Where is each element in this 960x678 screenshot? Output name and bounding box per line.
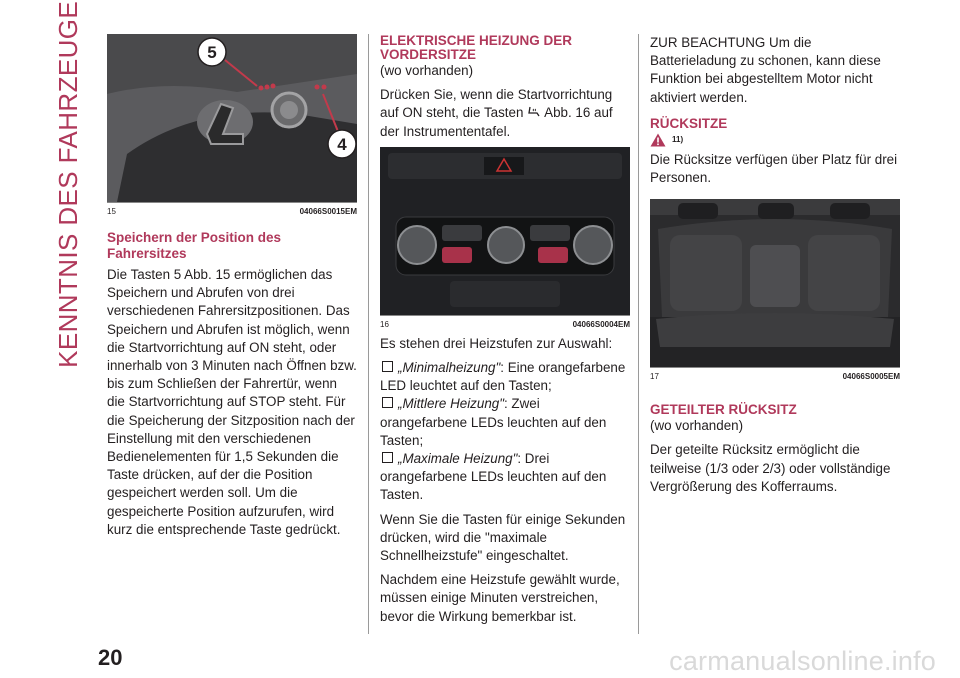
list-item: „Mittlere Heizung": Zwei orangefarbene L…	[380, 396, 607, 448]
checkbox-bullet-icon	[382, 361, 393, 373]
climate-panel-illustration	[380, 146, 630, 315]
svg-text:5: 5	[207, 43, 216, 62]
list-item: „Minimalheizung": Eine orangefarbene LED…	[380, 360, 626, 394]
figure-15: 5 4	[107, 34, 357, 202]
column-divider	[368, 34, 369, 634]
figure-code: 04066S0015EM	[299, 207, 357, 216]
seat-heating-icon	[528, 107, 540, 117]
note-text: ZUR BEACHTUNG Um die Batterieladung zu s…	[650, 35, 881, 105]
callout-4	[327, 129, 357, 159]
body-text: Wenn Sie die Tasten für einige Sekunden …	[380, 511, 626, 564]
page-number: 20	[98, 645, 123, 670]
figure-number: 15	[107, 207, 116, 216]
section-heading: GETEILTER RÜCKSITZ	[650, 402, 797, 418]
warning-ref: 11)	[672, 135, 684, 145]
body-text: Drücken Sie, wenn die Startvorrichtung a…	[380, 87, 613, 139]
checkbox-bullet-icon	[382, 452, 393, 464]
figure-code: 04066S0005EM	[842, 372, 900, 382]
figure-16	[380, 146, 630, 315]
watermark: carmanualsonline.info	[669, 646, 936, 676]
body-text: Es stehen drei Heizstufen zur Auswahl:	[380, 335, 613, 351]
body-text: Nachdem eine Heizstufe gewählt wurde, mü…	[380, 572, 620, 624]
checkbox-bullet-icon	[382, 397, 393, 409]
column-3: ZUR BEACHTUNG Um die Batterieladung zu s…	[650, 34, 900, 502]
list-item: „Maximale Heizung": Drei orangefarbene L…	[380, 451, 607, 503]
figure-caption: 17 04066S0005EM	[650, 367, 900, 387]
figure-caption: 15 04066S0015EM	[107, 202, 357, 222]
figure-number: 17	[650, 372, 659, 382]
body-text: Die Rücksitze verfügen über Platz für dr…	[650, 151, 898, 186]
column-divider	[638, 34, 639, 634]
chapter-title: KENNTNIS DES FAHRZEUGES	[52, 0, 83, 368]
figure-number: 16	[380, 319, 389, 329]
warning-reference: 11)	[650, 133, 900, 147]
figure-caption: 16 04066S0004EM	[380, 314, 630, 335]
warning-triangle-icon	[650, 133, 666, 147]
subtitle: (wo vorhanden)	[380, 63, 474, 78]
seat-memory-buttons-illustration: 5 4	[107, 34, 357, 202]
column-1: 5 4 15 04066S0015EM Speichern der Positi…	[107, 34, 357, 545]
rear-seat-illustration	[650, 199, 900, 368]
section-heading: ELEKTRISCHE HEIZUNG DER VORDERSITZE	[380, 33, 573, 62]
body-text: Der geteilte Rücksitz ermöglicht die tei…	[650, 442, 891, 494]
svg-text:4: 4	[337, 135, 347, 154]
section-heading: RÜCKSITZE	[650, 115, 728, 131]
callout-5	[197, 37, 227, 67]
column-2: ELEKTRISCHE HEIZUNG DER VORDERSITZE (wo …	[380, 34, 630, 632]
figure-17	[650, 199, 900, 368]
section-heading: Speichern der Position des Fahrersitzes	[107, 230, 282, 261]
body-text: Die Tasten 5 Abb. 15 ermöglichen das Spe…	[107, 267, 357, 537]
figure-code: 04066S0004EM	[572, 319, 630, 329]
subtitle: (wo vorhanden)	[650, 418, 744, 434]
